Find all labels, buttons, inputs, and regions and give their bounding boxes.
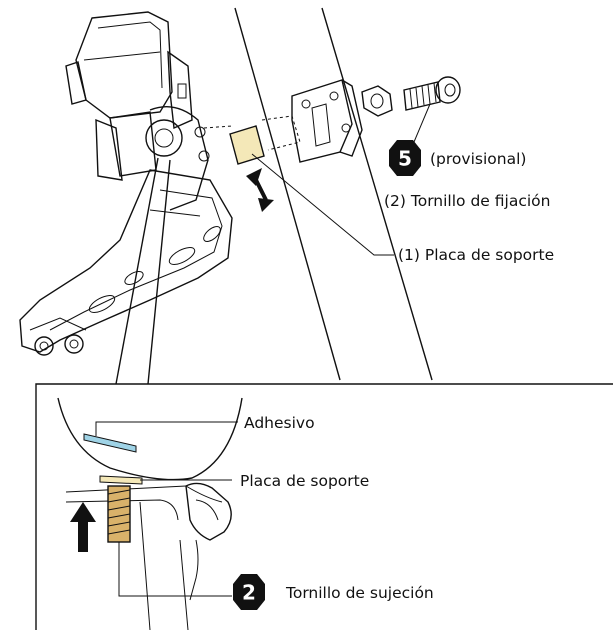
zoom-line-left xyxy=(115,157,159,385)
detail-support-plate xyxy=(99,475,143,485)
adhesive-strip xyxy=(83,433,137,453)
detail-inset xyxy=(35,383,613,630)
support-bolt xyxy=(107,485,131,543)
support-plate-label: (1) Placa de soporte xyxy=(398,246,554,264)
fixing-bolt-label: (2) Tornillo de fijación xyxy=(384,192,550,210)
provisional-label: (provisional) xyxy=(430,150,526,168)
clamp-bracket xyxy=(291,79,363,163)
up-arrow-icon xyxy=(70,502,96,552)
support-bolt-leader-line xyxy=(118,542,232,597)
zoom-line-right xyxy=(147,159,171,385)
adhesive-label: Adhesivo xyxy=(244,414,315,432)
front-derailleur xyxy=(19,11,233,356)
support-bolt-label: Tornillo de sujeción xyxy=(285,584,434,602)
fixing-bolt xyxy=(403,76,461,111)
adhesive-leader-line xyxy=(95,421,238,436)
adjust-arrow xyxy=(246,168,274,212)
support-plate xyxy=(229,125,265,165)
placement-guide-lines xyxy=(203,115,301,151)
step-2-badge: 2 xyxy=(233,574,265,610)
seat-tube xyxy=(234,7,433,381)
nut xyxy=(361,85,393,117)
step-5-badge: 5 xyxy=(389,140,421,176)
step-5-number: 5 xyxy=(398,147,412,171)
support-plate-leader-line xyxy=(251,153,394,256)
bolt-leader-line xyxy=(413,103,431,143)
step-2-number: 2 xyxy=(242,581,256,605)
detail-support-plate-label: Placa de soporte xyxy=(240,472,369,490)
